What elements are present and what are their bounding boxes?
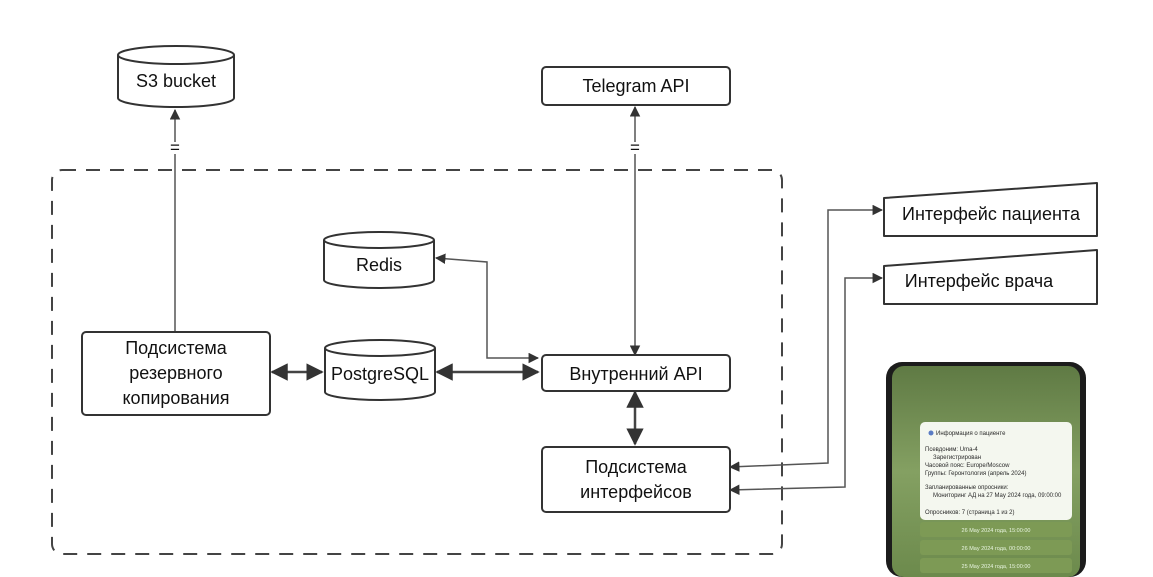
label-patient-iface: Интерфейс пациента: [902, 204, 1081, 224]
label-backup-1: Подсистема: [125, 338, 228, 358]
label-s3: S3 bucket: [136, 71, 216, 91]
phone-line5: Запланированные опросники:: [925, 485, 1009, 491]
label-postgres: PostgreSQL: [331, 364, 429, 384]
node-patient-interface: Интерфейс пациента: [883, 182, 1098, 237]
node-s3-bucket: S3 bucket: [117, 45, 235, 108]
label-backup-2: резервного: [129, 363, 222, 383]
phone-line1: Псевдоним: Uma-4: [925, 447, 978, 453]
label-interfaces-1: Подсистема: [585, 457, 688, 477]
phone-header: Информация о пациенте: [936, 431, 1006, 437]
label-doctor-iface: Интерфейс врача: [905, 271, 1054, 291]
phone-button-2-label: 26 May 2024 года, 00:00:00: [962, 546, 1031, 552]
edge-mark-telegram: =: [630, 138, 640, 157]
node-telegram-api: Telegram API: [541, 66, 731, 106]
edge-redis-api: [434, 253, 540, 364]
phone-line2: Зарегистрирован: [933, 455, 981, 461]
label-internal-api: Внутренний API: [569, 364, 702, 384]
phone-line3: Часовой пояс: Europe/Moscow: [925, 462, 1010, 469]
phone-button-1-label: 26 May 2024 года, 15:00:00: [962, 528, 1031, 534]
phone-screenshot: Информация о пациенте Псевдоним: Uma-4 З…: [886, 362, 1086, 577]
edge-mark-s3: =: [170, 138, 180, 157]
label-interfaces-2: интерфейсов: [580, 482, 692, 502]
node-internal-api: Внутренний API: [541, 354, 731, 392]
phone-button-3[interactable]: [920, 558, 1072, 573]
node-doctor-interface: Интерфейс врача: [883, 249, 1098, 305]
phone-line4: Группы: Геронтология (апрель 2024): [925, 471, 1026, 477]
label-redis: Redis: [356, 255, 402, 275]
node-backup-subsystem: Подсистема резервного копирования: [81, 331, 271, 416]
phone-line6: Мониторинг АД на 27 May 2024 года, 09:00…: [933, 493, 1062, 499]
edge-interfaces-doctor: [728, 272, 884, 496]
label-backup-3: копирования: [122, 388, 229, 408]
edge-interfaces-patient: [728, 204, 884, 472]
phone-button-3-label: 25 May 2024 года, 15:00:00: [962, 564, 1031, 570]
phone-line7: Опросников: 7 (страница 1 из 2): [925, 510, 1014, 516]
label-telegram: Telegram API: [582, 76, 689, 96]
phone-button-2[interactable]: [920, 540, 1072, 555]
phone-message-card: [920, 422, 1072, 520]
node-postgresql: PostgreSQL: [324, 339, 436, 401]
phone-button-1[interactable]: [920, 522, 1072, 537]
node-interfaces-subsystem: Подсистема интерфейсов: [541, 446, 731, 513]
node-redis: Redis: [323, 231, 435, 289]
